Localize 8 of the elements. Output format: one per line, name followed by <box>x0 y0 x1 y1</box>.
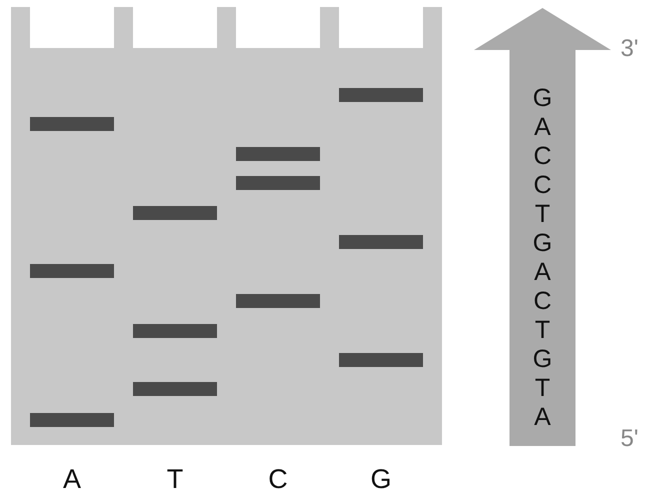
lane-label: C <box>267 466 289 493</box>
lane-label: G <box>369 466 392 493</box>
lane-label: T <box>166 466 184 493</box>
arrow-shape <box>474 8 611 446</box>
sequence-text: GACCTGACTGTA <box>532 84 554 432</box>
end-label: 3' <box>620 37 640 61</box>
end-label: 5' <box>620 427 640 451</box>
lane-label: A <box>62 466 82 493</box>
